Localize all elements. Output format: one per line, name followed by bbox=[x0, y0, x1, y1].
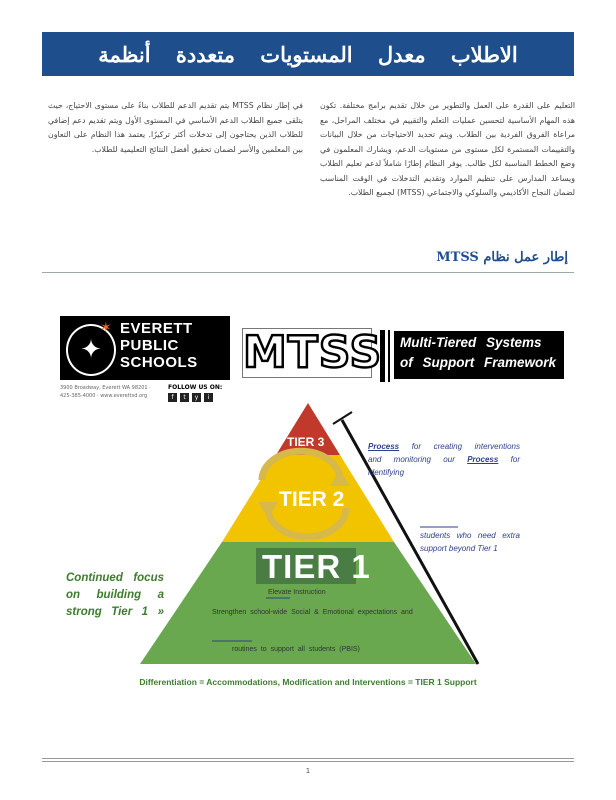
routines-text: routines to support all students (PBIS) bbox=[232, 646, 360, 653]
page-number: 1 bbox=[305, 767, 311, 775]
footer-rule-double bbox=[42, 761, 574, 762]
cycle-arrows-icon bbox=[258, 447, 350, 541]
footer-rule bbox=[42, 758, 574, 759]
tier3-process-text: Process for creating interventions and m… bbox=[368, 440, 520, 479]
social-icons: f t y i bbox=[168, 393, 230, 402]
mtss-title: MTSS bbox=[242, 326, 383, 380]
everett-logo: ✦ ✶ EVERETT PUBLIC SCHOOLS bbox=[60, 316, 230, 380]
tier1-band bbox=[140, 542, 476, 664]
body-column-right: التعليم على القدرة على العمل والتطوير من… bbox=[320, 101, 575, 197]
logo-wordmark: EVERETT PUBLIC SCHOOLS bbox=[120, 320, 198, 371]
tier1-label-band bbox=[256, 548, 356, 584]
divider-bar-thin bbox=[388, 330, 390, 382]
continued-focus-text: Continued focus on building a strong Tie… bbox=[66, 572, 164, 618]
graduate-emblem-icon: ✦ bbox=[66, 324, 116, 376]
elevate-instruction-text: Elevate Instruction bbox=[268, 589, 326, 596]
tier1-label: TIER 1 bbox=[262, 548, 371, 585]
tier3-band bbox=[276, 403, 340, 455]
document-title-banner: الاطلاب معدل المستويات متعددة أنظمة bbox=[42, 32, 574, 76]
twitter-icon[interactable]: t bbox=[180, 393, 189, 402]
district-contact-info: 3900 Broadway, Everett WA 98201 · 425-38… bbox=[60, 385, 151, 399]
divider-bar bbox=[380, 330, 385, 382]
tier2-support-text: students who need extra support beyond T… bbox=[420, 531, 520, 553]
instagram-icon[interactable]: i bbox=[204, 393, 213, 402]
star-icon: ✶ bbox=[100, 320, 112, 336]
process-desc-2: for identifying bbox=[368, 455, 520, 477]
process-link-2: Process bbox=[467, 455, 499, 464]
follow-us: FOLLOW US ON: f t y i bbox=[168, 384, 230, 402]
follow-label: FOLLOW US ON: bbox=[168, 384, 223, 391]
process-link: Process bbox=[368, 442, 400, 451]
pyramid-right-edge bbox=[340, 419, 480, 665]
logo-line-1: EVERETT bbox=[120, 320, 193, 337]
framework-label: Multi-Tiered Systems of Support Framewor… bbox=[394, 331, 564, 379]
logo-line-3: SCHOOLS bbox=[120, 354, 198, 371]
document-title: الاطلاب معدل المستويات متعددة أنظمة bbox=[98, 41, 518, 67]
section-heading: إطار عمل نظام MTSS bbox=[436, 250, 568, 265]
differentiation-caption: Differentiation = Accommodations, Modifi… bbox=[139, 677, 477, 687]
edge-mark-top bbox=[332, 411, 353, 425]
tier2-label: TIER 2 bbox=[279, 488, 345, 511]
mtss-title-box: MTSS bbox=[242, 326, 383, 380]
framework-line-1: Multi-Tiered Systems bbox=[400, 335, 542, 350]
strengthen-text: Strengthen school-wide Social & Emotiona… bbox=[212, 609, 413, 616]
body-column-left: في إطار نظام MTSS يتم تقديم الدعم للطلاب… bbox=[48, 101, 303, 154]
logo-line-2: PUBLIC bbox=[120, 337, 179, 354]
heading-divider bbox=[42, 272, 574, 273]
framework-line-2: of Support Framework bbox=[400, 355, 557, 370]
youtube-icon[interactable]: y bbox=[192, 393, 201, 402]
tier3-label: TIER 3 bbox=[287, 435, 325, 449]
process-desc: for creating interventions and monitorin… bbox=[368, 442, 520, 464]
facebook-icon[interactable]: f bbox=[168, 393, 177, 402]
